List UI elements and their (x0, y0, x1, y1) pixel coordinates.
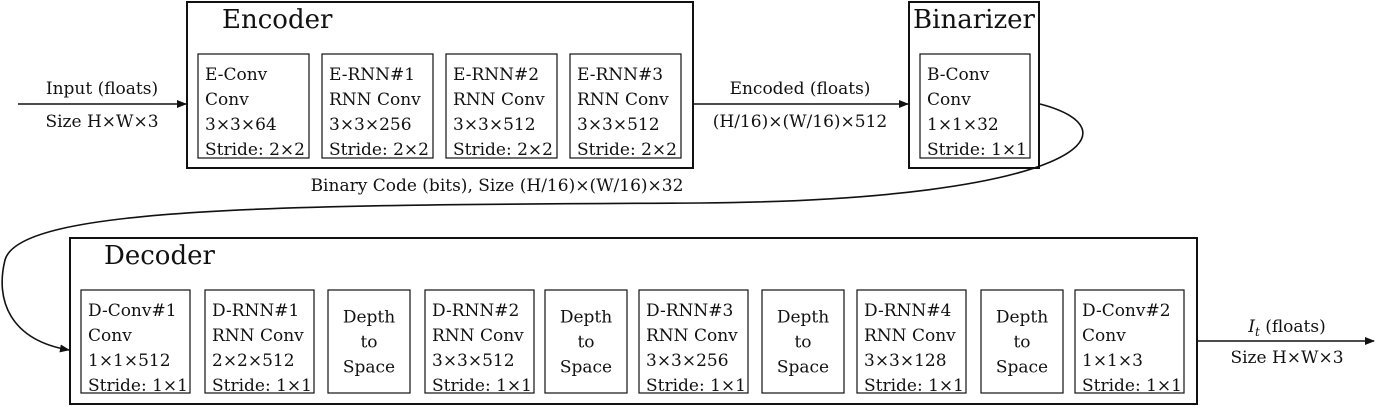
input-size-label: Size H×W×3 (45, 112, 158, 132)
decoder-layer-text: 3×3×512 (432, 351, 515, 371)
encoder-title: Encoder (222, 5, 333, 35)
decoder-layer-text: D-RNN#2 (432, 301, 519, 321)
encoder-layer-text: E-RNN#3 (577, 65, 663, 85)
binarizer-layer-text: Stride: 1×1 (927, 140, 1027, 160)
encoder-layer-text: RNN Conv (329, 90, 421, 110)
decoder-layer-text: D-RNN#3 (646, 301, 733, 321)
encoder-layer-box (321, 53, 434, 159)
decoder-layer-text: Stride: 1×1 (88, 376, 188, 396)
input-label: Input (floats) (46, 79, 158, 99)
decoder-layer-text: Conv (1082, 326, 1126, 346)
decoder-layer-text: 3×3×256 (646, 351, 729, 371)
binarizer-frame (908, 1, 1040, 169)
binarizer-layer-text: B-Conv (927, 65, 990, 85)
encoder-layer-text: E-RNN#1 (329, 65, 415, 85)
encoder-layer-text: Stride: 2×2 (577, 140, 677, 160)
encoder-layer-text: Stride: 2×2 (205, 140, 305, 160)
decoder-layer-text: Stride: 1×1 (212, 376, 312, 396)
decoder-layer-text: RNN Conv (212, 326, 304, 346)
decoder-layer-text: to (1013, 333, 1030, 353)
decoder-layer-box (424, 289, 535, 394)
decoder-layer-text: Space (560, 358, 612, 378)
encoder-layer-text: 3×3×64 (205, 115, 277, 135)
decoder-layer-box (544, 289, 628, 394)
encoder-layer-text: 3×3×512 (577, 115, 660, 135)
decoder-layer-text: RNN Conv (432, 326, 524, 346)
decoder-layer-text: Stride: 1×1 (1082, 376, 1182, 396)
decoder-layer-text: RNN Conv (864, 326, 956, 346)
decoder-layer-text: Stride: 1×1 (432, 376, 532, 396)
decoder-layer-box (980, 289, 1064, 394)
decoder-layer-text: D-RNN#1 (212, 301, 299, 321)
decoder-layer-text: Space (343, 358, 395, 378)
output-size-label: Size H×W×3 (1230, 348, 1343, 368)
encoder-layer-text: Stride: 2×2 (453, 140, 553, 160)
decoder-layer-text: Depth (777, 308, 829, 328)
encoder-layer-text: Stride: 2×2 (329, 140, 429, 160)
decoder-layer-text: Conv (88, 326, 132, 346)
decoder-layer-text: to (577, 333, 594, 353)
binarizer-title: Binarizer (913, 5, 1035, 35)
decoder-layer-text: RNN Conv (646, 326, 738, 346)
encoder-layer-text: Conv (205, 90, 249, 110)
decoder-layer-box (204, 289, 315, 394)
decoder-layer-text: to (794, 333, 811, 353)
decoder-layer-text: 2×2×512 (212, 351, 295, 371)
encoder-layer-text: 3×3×256 (329, 115, 412, 135)
decoder-layer-text: D-RNN#4 (864, 301, 951, 321)
decoder-layer-text: Stride: 1×1 (646, 376, 746, 396)
decoder-layer-box (638, 289, 749, 394)
decoder-layer-box (327, 289, 411, 394)
encoder-frame (186, 1, 694, 169)
decoder-layer-text: Space (777, 358, 829, 378)
output-symbol: I (1247, 317, 1255, 337)
encoder-layer-text: RNN Conv (577, 90, 669, 110)
decoder-layer-text: Depth (343, 308, 395, 328)
decoder-layer-text: Stride: 1×1 (864, 376, 964, 396)
output-subscript: t (1255, 325, 1260, 339)
binary-code-connector (1, 103, 1084, 353)
encoder-layer-box (569, 53, 682, 159)
encoder-layer-text: E-Conv (205, 65, 268, 85)
output-label: It (floats) (1247, 317, 1325, 339)
decoder-title: Decoder (104, 241, 215, 271)
decoder-layer-text: 1×1×512 (88, 351, 171, 371)
encoder-layer-text: E-RNN#2 (453, 65, 539, 85)
encoded-size-label: (H/16)×(W/16)×512 (713, 112, 887, 132)
encoded-label: Encoded (floats) (730, 79, 871, 99)
binarizer-layer-box (919, 53, 1031, 159)
decoder-layer-text: to (360, 333, 377, 353)
decoder-layer-box (856, 289, 967, 394)
encoder-layer-box (197, 53, 310, 159)
decoder-layer-text: Space (996, 358, 1048, 378)
output-rest: (floats) (1260, 317, 1326, 337)
decoder-layer-text: D-Conv#1 (88, 301, 177, 321)
decoder-layer-box (761, 289, 845, 394)
decoder-layer-text: 1×1×3 (1082, 351, 1143, 371)
encoder-layer-text: 3×3×512 (453, 115, 536, 135)
decoder-layer-box (1074, 289, 1185, 394)
decoder-layer-box (80, 289, 191, 394)
decoder-layer-text: Depth (560, 308, 612, 328)
encoder-layer-text: RNN Conv (453, 90, 545, 110)
binary-code-label: Binary Code (bits), Size (H/16)×(W/16)×3… (311, 176, 684, 196)
decoder-layer-text: Depth (996, 308, 1048, 328)
binarizer-layer-text: Conv (927, 90, 971, 110)
decoder-frame (69, 237, 1198, 405)
binarizer-layer-text: 1×1×32 (927, 115, 999, 135)
decoder-layer-text: D-Conv#2 (1082, 301, 1171, 321)
decoder-layer-text: 3×3×128 (864, 351, 947, 371)
encoder-layer-box (445, 53, 558, 159)
